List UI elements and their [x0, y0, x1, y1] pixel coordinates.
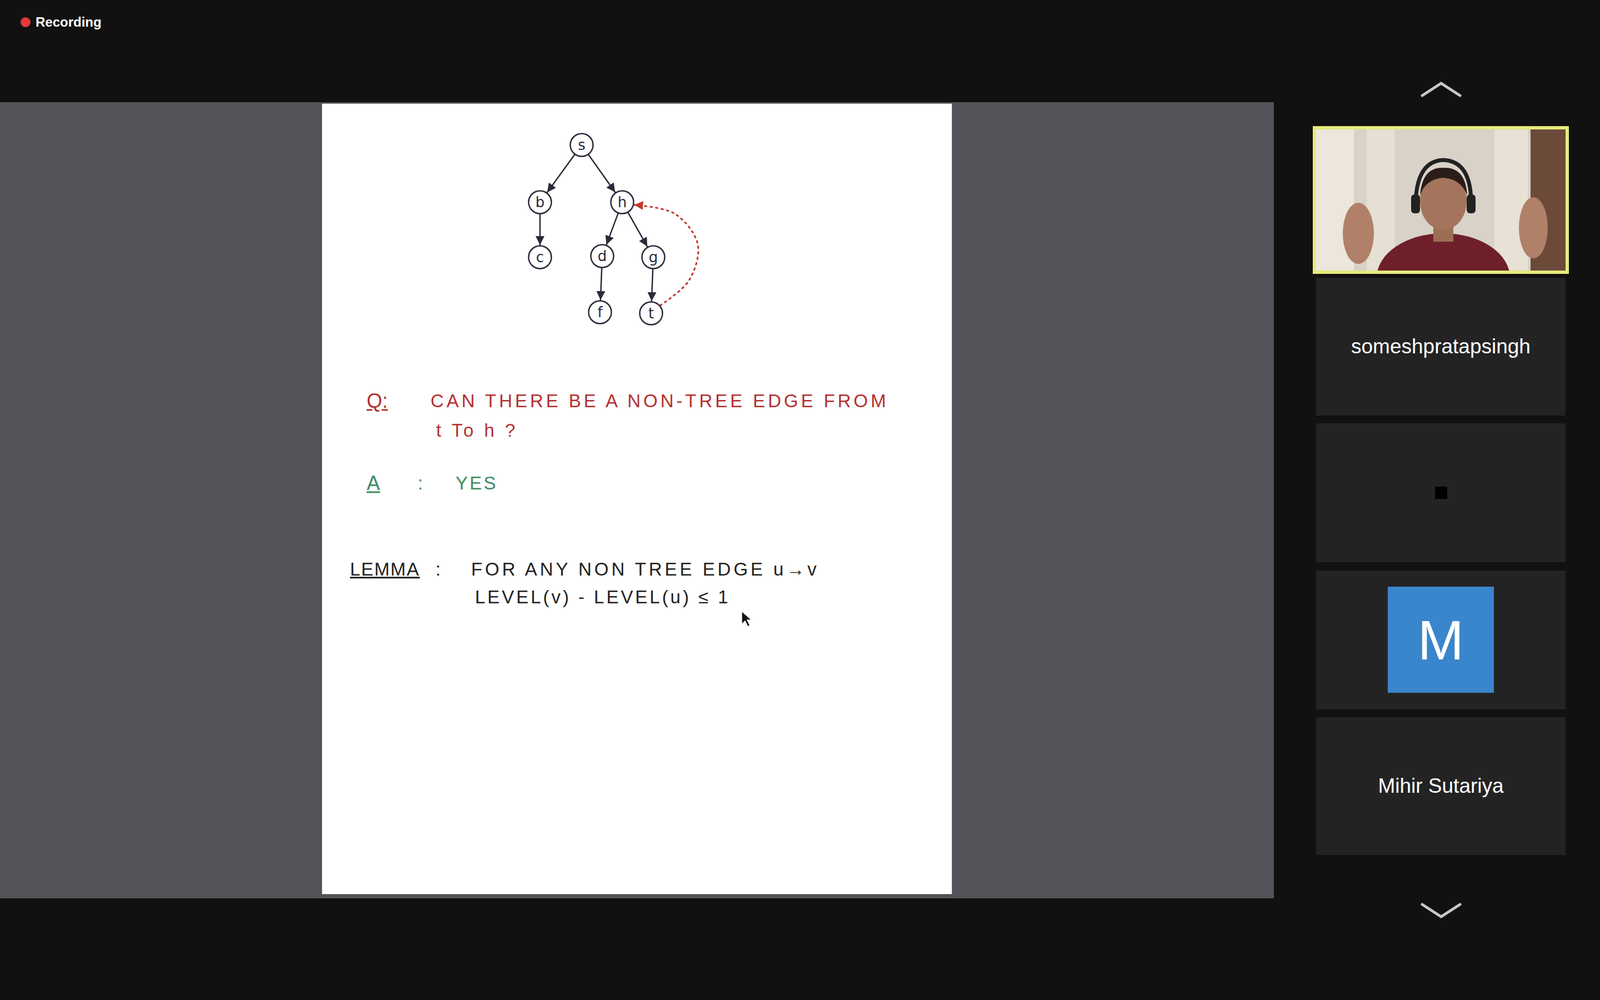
tree-vertex: s: [569, 132, 594, 158]
lemma-heading: LEMMA: [350, 558, 420, 581]
participant-tile: [1316, 423, 1566, 563]
tree-edge: [606, 213, 619, 245]
lemma-colon: :: [435, 558, 441, 581]
person-hair: [1420, 167, 1468, 196]
tree-vertex: g: [641, 245, 666, 270]
question-text: t To h ?: [436, 419, 518, 442]
camera-off-square: [1435, 486, 1448, 499]
person-hand: [1342, 202, 1374, 264]
answer-marker: A: [366, 471, 380, 495]
answer-colon: :: [417, 472, 423, 495]
headphone-cup: [1466, 194, 1476, 214]
scroll-down-chevron: [1422, 904, 1460, 917]
tree-vertex: t: [638, 301, 664, 326]
participant-name: someshpratapsingh: [1351, 335, 1531, 359]
scroll-up-chevron: [1422, 83, 1460, 96]
vertex-label: s: [577, 137, 586, 154]
vertex-label: f: [597, 304, 603, 321]
recording-indicator: Recording: [35, 14, 102, 31]
vertex-circle: [640, 302, 663, 325]
lemma-text: FOR ANY NON TREE EDGE u→v: [471, 558, 820, 581]
vertex-label: b: [535, 194, 545, 211]
avatar-square: M: [1387, 586, 1494, 693]
avatar-initial: M: [1417, 609, 1464, 671]
tree-edge: [651, 269, 653, 302]
tree-edge: [547, 155, 575, 193]
tree-vertex: c: [527, 245, 553, 270]
whiteboard: [321, 103, 953, 895]
question-marker: Q:: [366, 388, 388, 413]
vertex-label: d: [597, 248, 608, 265]
answer-text: YES: [455, 472, 498, 495]
participant-tile: someshpratapsingh: [1316, 277, 1566, 416]
tree-edge: [600, 268, 602, 300]
active-speaker-border: [1314, 127, 1568, 273]
recording-dot: [20, 17, 31, 28]
tree-vertex: f: [587, 300, 613, 325]
headphone-cup: [1411, 194, 1420, 214]
vertex-circle: [611, 191, 634, 214]
vertex-circle: [588, 301, 612, 324]
share-area: [0, 102, 1274, 899]
tree-vertex: b: [527, 190, 553, 215]
question-text: CAN THERE BE A NON-TREE EDGE FROM: [430, 390, 889, 413]
participant-tile: Mihir Sutariya: [1316, 717, 1566, 855]
vertex-circle: [528, 246, 552, 269]
vertex-label: t: [648, 305, 654, 322]
vertex-label: h: [617, 194, 627, 211]
curtain: [1494, 128, 1528, 272]
tree-edge: [539, 214, 542, 245]
non-tree-edge: [633, 205, 699, 306]
vertex-circle: [528, 191, 552, 214]
mouse-cursor: [741, 611, 752, 627]
tree-edge: [588, 155, 616, 193]
vertex-label: g: [648, 249, 659, 266]
tree-edge: [628, 212, 648, 247]
participant-tile: [1316, 570, 1566, 710]
headphone-band: [1415, 160, 1472, 207]
vertex-label: c: [536, 249, 544, 266]
vertex-circle: [591, 245, 614, 268]
participant-name: Mihir Sutariya: [1377, 775, 1504, 798]
tree-vertex: h: [610, 190, 635, 215]
vertex-circle: [642, 246, 665, 269]
tree-vertex: d: [590, 243, 615, 269]
person-hand: [1518, 197, 1548, 259]
lemma-text: LEVEL(v) - LEVEL(u) ≤ 1: [475, 586, 731, 609]
vertex-circle: [570, 133, 594, 157]
